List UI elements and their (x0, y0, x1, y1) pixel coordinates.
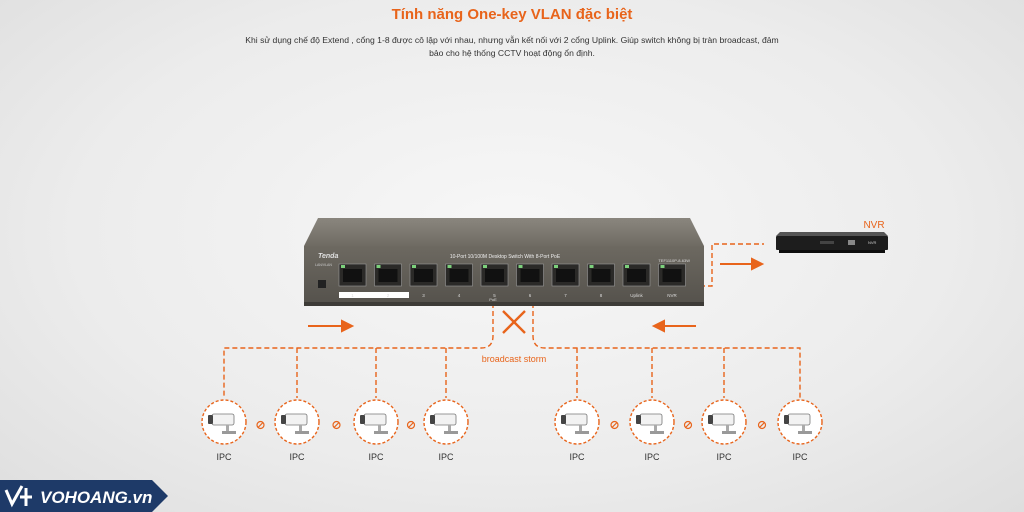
port-label: 8 (600, 293, 603, 298)
camera-label: IPC (438, 452, 454, 462)
page-title: Tính năng One-key VLAN đặc biệt (391, 6, 633, 23)
poe-label: PoE (489, 297, 497, 302)
camera-icon (629, 399, 675, 445)
camera-icon (701, 399, 747, 445)
switch-model-title: 10-Port 10/100M Desktop Switch With 8-Po… (450, 254, 561, 260)
port-label: Uplink (630, 293, 643, 298)
camera-label: IPC (368, 452, 384, 462)
ip-camera-7: IPC (701, 399, 747, 462)
port-label: 3 (422, 293, 425, 298)
watermark-text: VOHOANG.vn (40, 488, 152, 507)
feature-description: Khi sử dụng chế độ Extend , cổng 1-8 đượ… (245, 35, 779, 58)
port-label: 2 (387, 293, 390, 298)
port-label: 6 (529, 293, 532, 298)
switch-port-3: 3 (409, 263, 438, 298)
isolation-icon (256, 420, 265, 430)
isolation-icon (332, 420, 341, 430)
switch-model-code: TEF1110P-8-63W (658, 258, 690, 263)
port-label: 5 (493, 293, 496, 298)
broadcast-storm-label: broadcast storm (482, 354, 547, 364)
camera-group: IPC IPC IPC IPC IPC IPC IPC IPC (201, 399, 823, 462)
port-label: 7 (564, 293, 567, 298)
switch-model-left: LAN/VLAN (315, 263, 332, 267)
camera-icon (554, 399, 600, 445)
poe-switch: Tenda LAN/VLAN 10-Port 10/100M Desktop S… (304, 218, 704, 306)
switch-port-7: 7 (551, 263, 580, 298)
port-group: 1 2 3 4 5 6 7 8 Uplink NVR PoE (338, 263, 686, 302)
watermark-banner: VOHOANG.vn (0, 480, 168, 512)
ip-camera-4: IPC (423, 399, 469, 462)
switch-port-10: NVR (658, 263, 686, 298)
ip-camera-2: IPC (274, 399, 320, 462)
traffic-arrows (308, 257, 765, 333)
switch-port-5: 5 (480, 263, 509, 298)
port-label: 1 (351, 293, 354, 298)
ip-camera-6: IPC (629, 399, 675, 462)
power-switch (318, 280, 326, 288)
block-x-icon (502, 310, 526, 334)
switch-port-6: 6 (516, 263, 544, 298)
camera-icon (274, 399, 320, 445)
ip-camera-3: IPC (353, 399, 399, 462)
switch-port-9: Uplink (622, 263, 651, 298)
isolation-icon (610, 420, 619, 430)
port-label: 4 (458, 293, 461, 298)
switch-brand: Tenda (318, 253, 338, 260)
camera-label: IPC (216, 452, 232, 462)
camera-icon (353, 399, 399, 445)
camera-label: IPC (716, 452, 732, 462)
camera-icon (777, 399, 823, 445)
svg-text:NVR: NVR (868, 240, 877, 245)
nvr-label: NVR (863, 220, 884, 231)
connection-lines (223, 243, 801, 398)
ip-camera-8: IPC (777, 399, 823, 462)
switch-port-4: 4 (445, 263, 473, 298)
isolation-icon (757, 420, 767, 430)
switch-port-1: 1 (338, 263, 367, 298)
camera-label: IPC (644, 452, 660, 462)
camera-label: IPC (289, 452, 305, 462)
ip-camera-5: IPC (554, 399, 600, 462)
ip-camera-1: IPC (201, 399, 247, 462)
camera-icon (201, 399, 247, 445)
nvr-device: NVR NVR (776, 220, 888, 253)
switch-port-8: 8 (587, 263, 615, 298)
port-label: NVR (667, 293, 677, 298)
camera-label: IPC (569, 452, 585, 462)
vh-logo-icon (4, 485, 32, 508)
poe-bar (339, 292, 409, 298)
switch-port-2: 2 (374, 263, 402, 298)
camera-label: IPC (792, 452, 808, 462)
isolation-icon (406, 420, 416, 430)
camera-icon (423, 399, 469, 445)
isolation-icon (683, 420, 693, 430)
